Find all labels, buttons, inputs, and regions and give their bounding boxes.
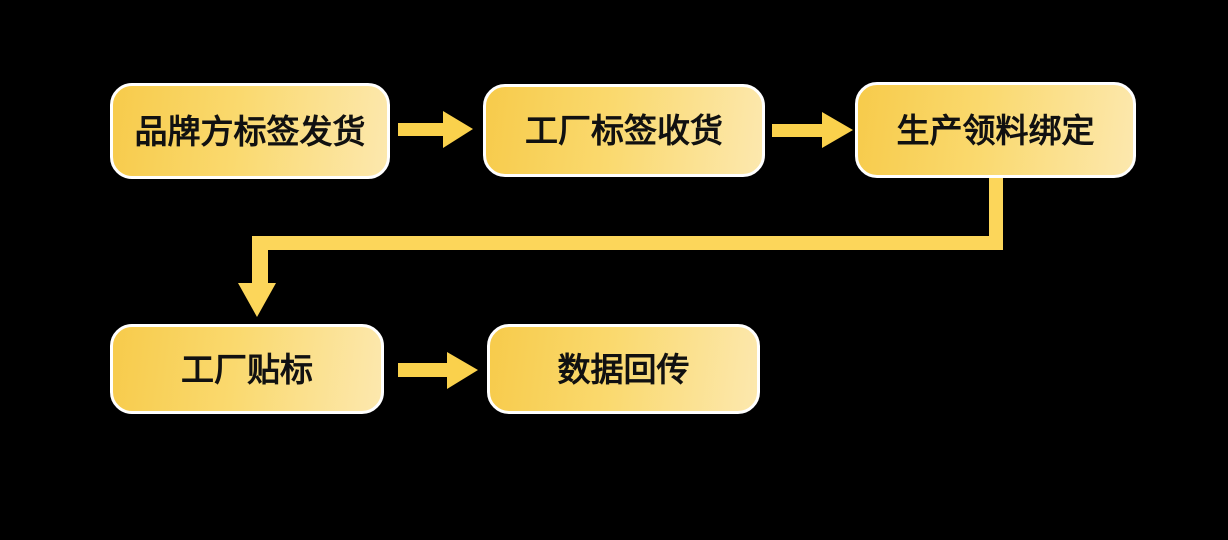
- arrow-right-icon-node2-node3: [772, 112, 853, 148]
- flow-node-production-material-binding: 生产领料绑定: [855, 82, 1136, 178]
- flow-node-label: 数据回传: [557, 350, 690, 388]
- flow-node-label: 工厂贴标: [181, 350, 313, 388]
- flow-node-label: 工厂标签收货: [525, 112, 723, 149]
- flow-node-brand-label-shipping: 品牌方标签发货: [110, 83, 390, 179]
- arrow-right-icon-node1-node2: [398, 111, 473, 148]
- flow-node-factory-labeling: 工厂贴标: [110, 324, 384, 414]
- flow-node-data-upload: 数据回传: [487, 324, 760, 414]
- arrow-right-icon-node4-node5: [398, 352, 478, 389]
- bent-arrow-down-icon-node3-node4: [238, 178, 1003, 317]
- flow-node-label: 品牌方标签发货: [134, 112, 366, 150]
- flow-node-label: 生产领料绑定: [896, 111, 1095, 149]
- flow-node-factory-label-receiving: 工厂标签收货: [483, 84, 765, 177]
